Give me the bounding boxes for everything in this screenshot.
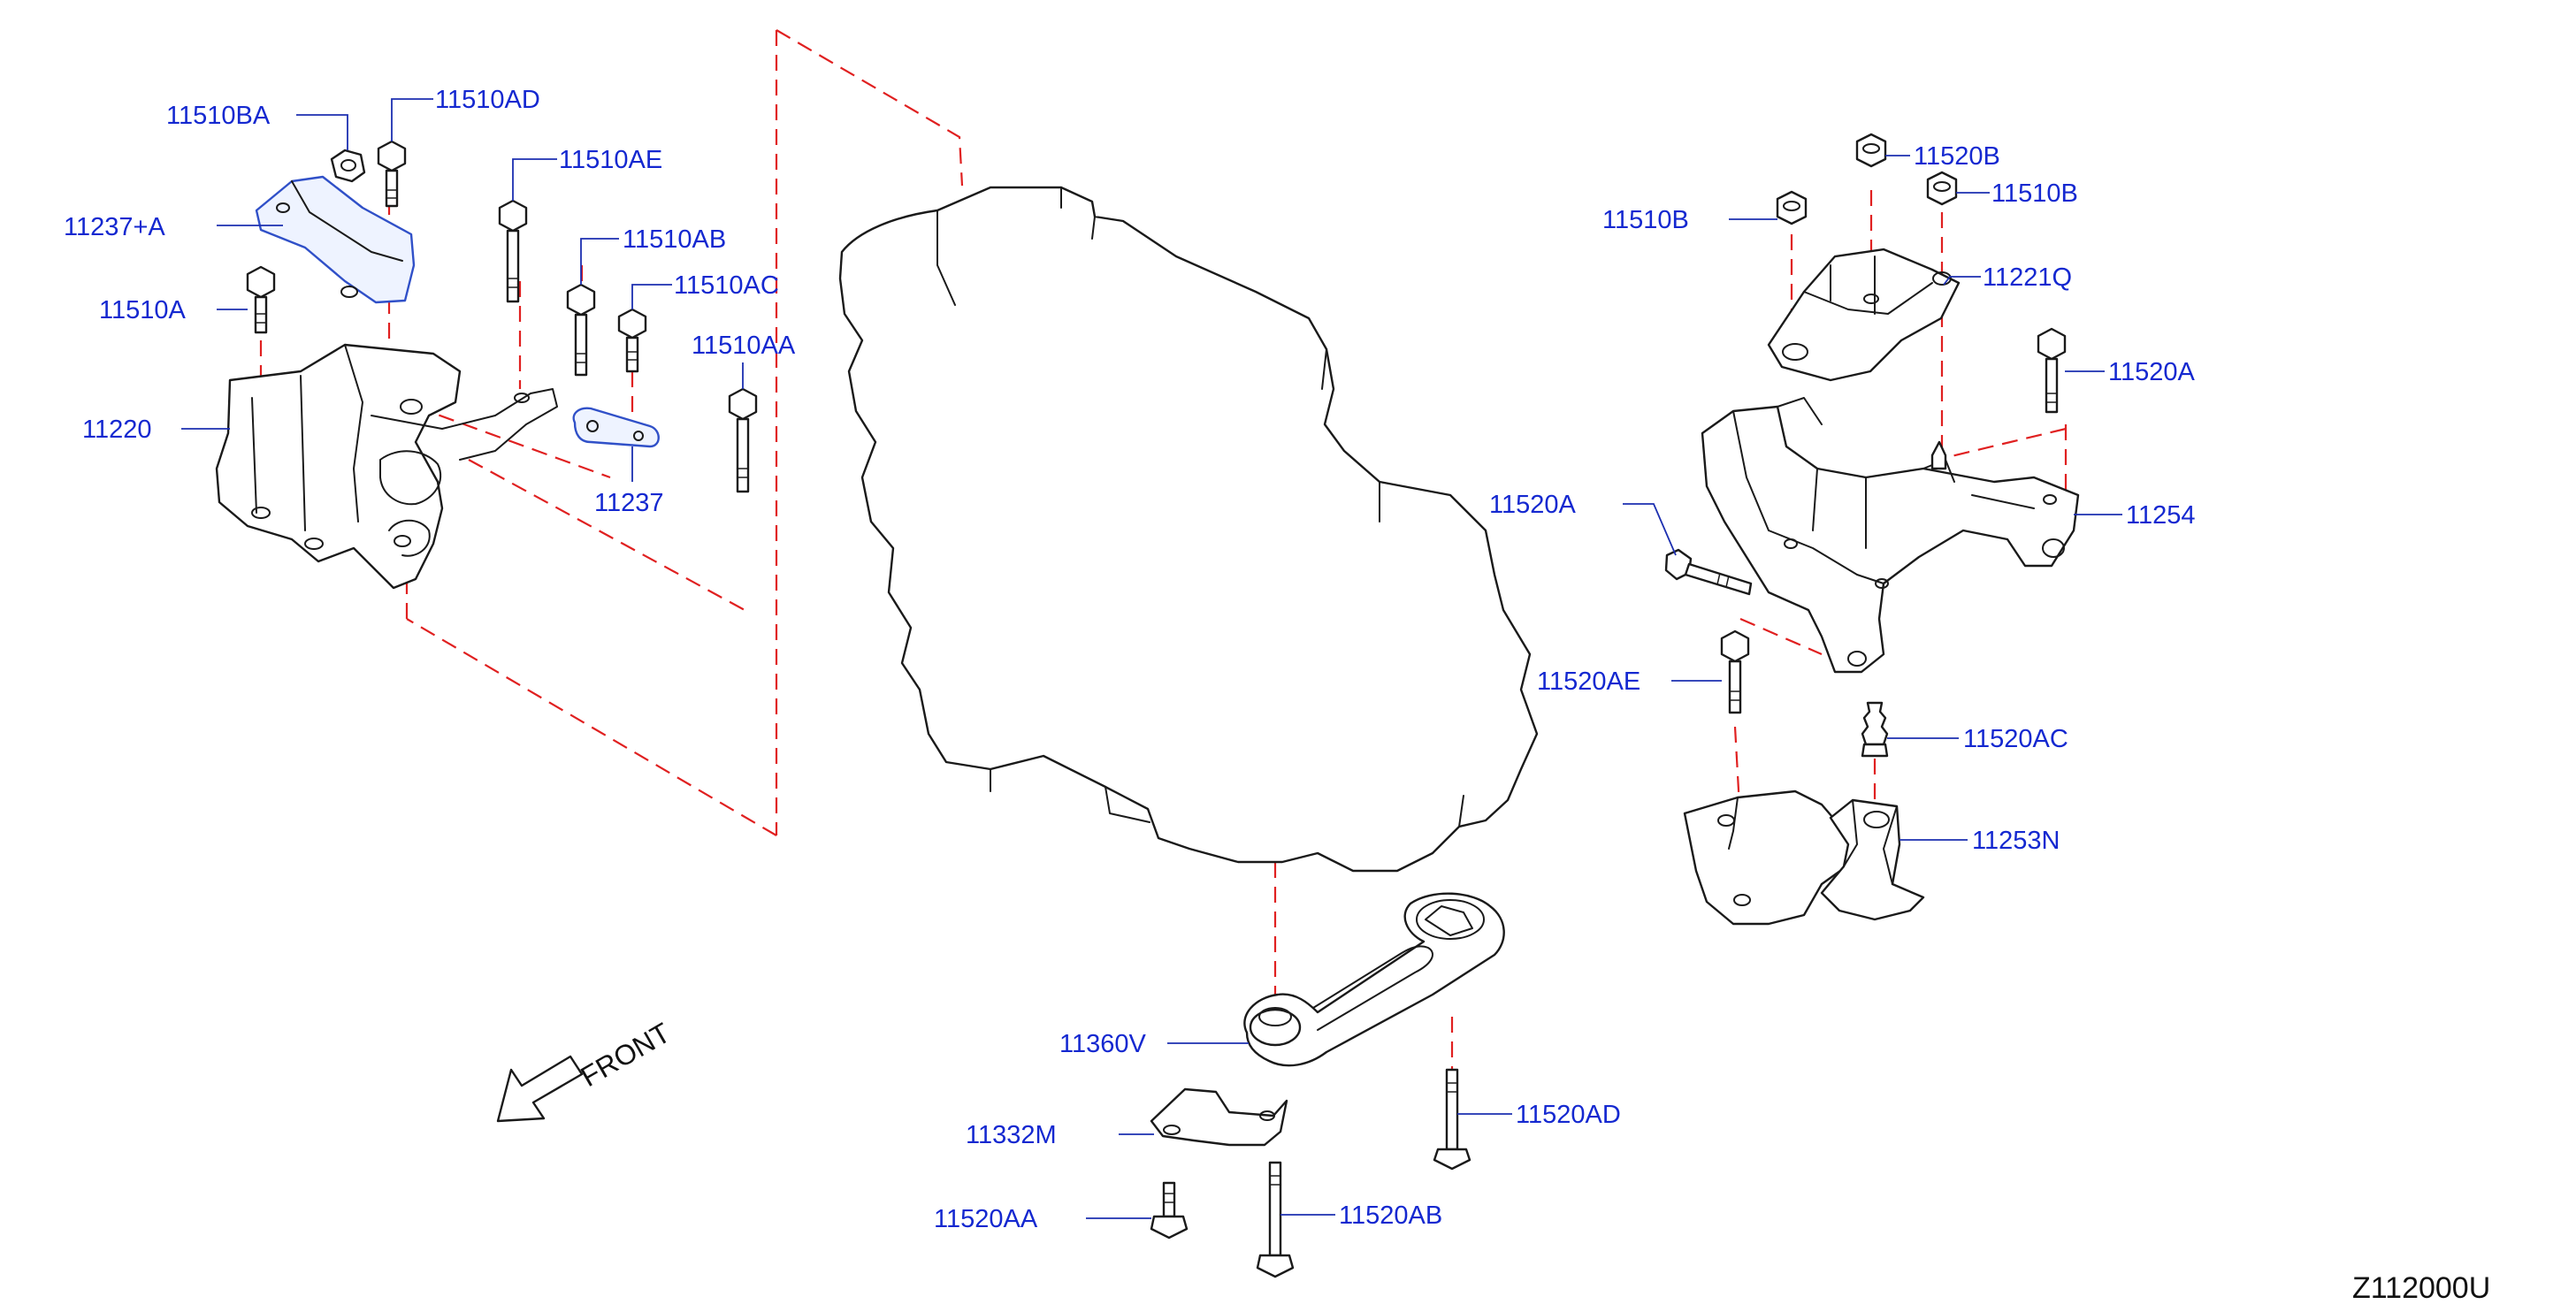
callout-11220: 11220 — [82, 416, 152, 444]
engine-mount-11220 — [215, 343, 558, 590]
bolt-11520a-left — [1664, 548, 1753, 596]
callout-11510ab: 11510AB — [623, 225, 726, 254]
callout-11520ad: 11520AD — [1516, 1101, 1621, 1129]
callout-11253n: 11253N — [1972, 827, 2060, 855]
stud-11520ac — [1861, 701, 1889, 758]
bolt-11510aa — [728, 387, 758, 493]
callout-11520b: 11520B — [1914, 142, 2000, 171]
callout-11237: 11237 — [594, 489, 664, 517]
callout-labels: 11510BA 11510AD 11237+A 11510AE 11510AB … — [64, 86, 2196, 1233]
bolt-11520aa — [1150, 1181, 1189, 1240]
plate-11237 — [572, 407, 660, 448]
bolt-11520a-right — [2037, 327, 2067, 414]
callout-11520ab: 11520AB — [1339, 1201, 1442, 1230]
callout-11510ac: 11510AC — [674, 271, 779, 300]
bolt-11510ab — [566, 283, 596, 377]
crossmember-11254 — [1701, 397, 2080, 674]
callout-11510aa: 11510AA — [692, 332, 796, 360]
bolt-11520ae — [1720, 629, 1750, 714]
callout-11520a-left: 11520A — [1489, 491, 1576, 519]
engine-block-outline — [838, 186, 1539, 873]
front-label: FRONT — [576, 1017, 676, 1093]
callout-11510ae: 11510AE — [559, 146, 662, 174]
bolt-11510ad — [377, 140, 407, 208]
callout-11254: 11254 — [2126, 501, 2196, 530]
nut-11510b-right — [1926, 171, 1958, 206]
nut-11510b-left — [1776, 190, 1808, 225]
callout-11520ac: 11520AC — [1963, 725, 2068, 753]
callout-11510b-right: 11510B — [1991, 179, 2078, 208]
mount-11253n — [1683, 789, 1925, 926]
callout-11520a-right: 11520A — [2108, 358, 2195, 386]
callout-11510b-left: 11510B — [1602, 206, 1689, 234]
diagram-code: Z112000U — [2352, 1271, 2490, 1305]
mount-11221q — [1767, 248, 1961, 382]
callout-11510ba: 11510BA — [166, 102, 271, 130]
callout-11360v: 11360V — [1059, 1030, 1146, 1058]
leader-lines — [181, 98, 2122, 1219]
callout-11237-a: 11237+A — [64, 213, 165, 241]
bolt-11510ae — [498, 199, 528, 303]
torque-rod-11360v — [1243, 892, 1505, 1067]
callout-11332m: 11332M — [966, 1121, 1057, 1149]
bolt-11510ac — [617, 308, 647, 373]
bolt-11510a — [246, 265, 276, 334]
bracket-11237-a — [255, 175, 416, 304]
front-direction-arrow: FRONT — [496, 1017, 676, 1123]
callout-11520aa: 11520AA — [934, 1205, 1038, 1233]
callout-11520ae: 11520AE — [1537, 667, 1640, 696]
bolt-11520ad — [1433, 1068, 1471, 1171]
callout-11510a: 11510A — [99, 296, 186, 324]
bolt-11520ab — [1256, 1161, 1295, 1278]
nut-11510ba — [330, 149, 366, 183]
callout-11221q: 11221Q — [1983, 263, 2072, 292]
callout-11510ad: 11510AD — [435, 86, 540, 114]
bracket-11332m — [1150, 1087, 1288, 1147]
nut-11520b — [1855, 133, 1887, 168]
